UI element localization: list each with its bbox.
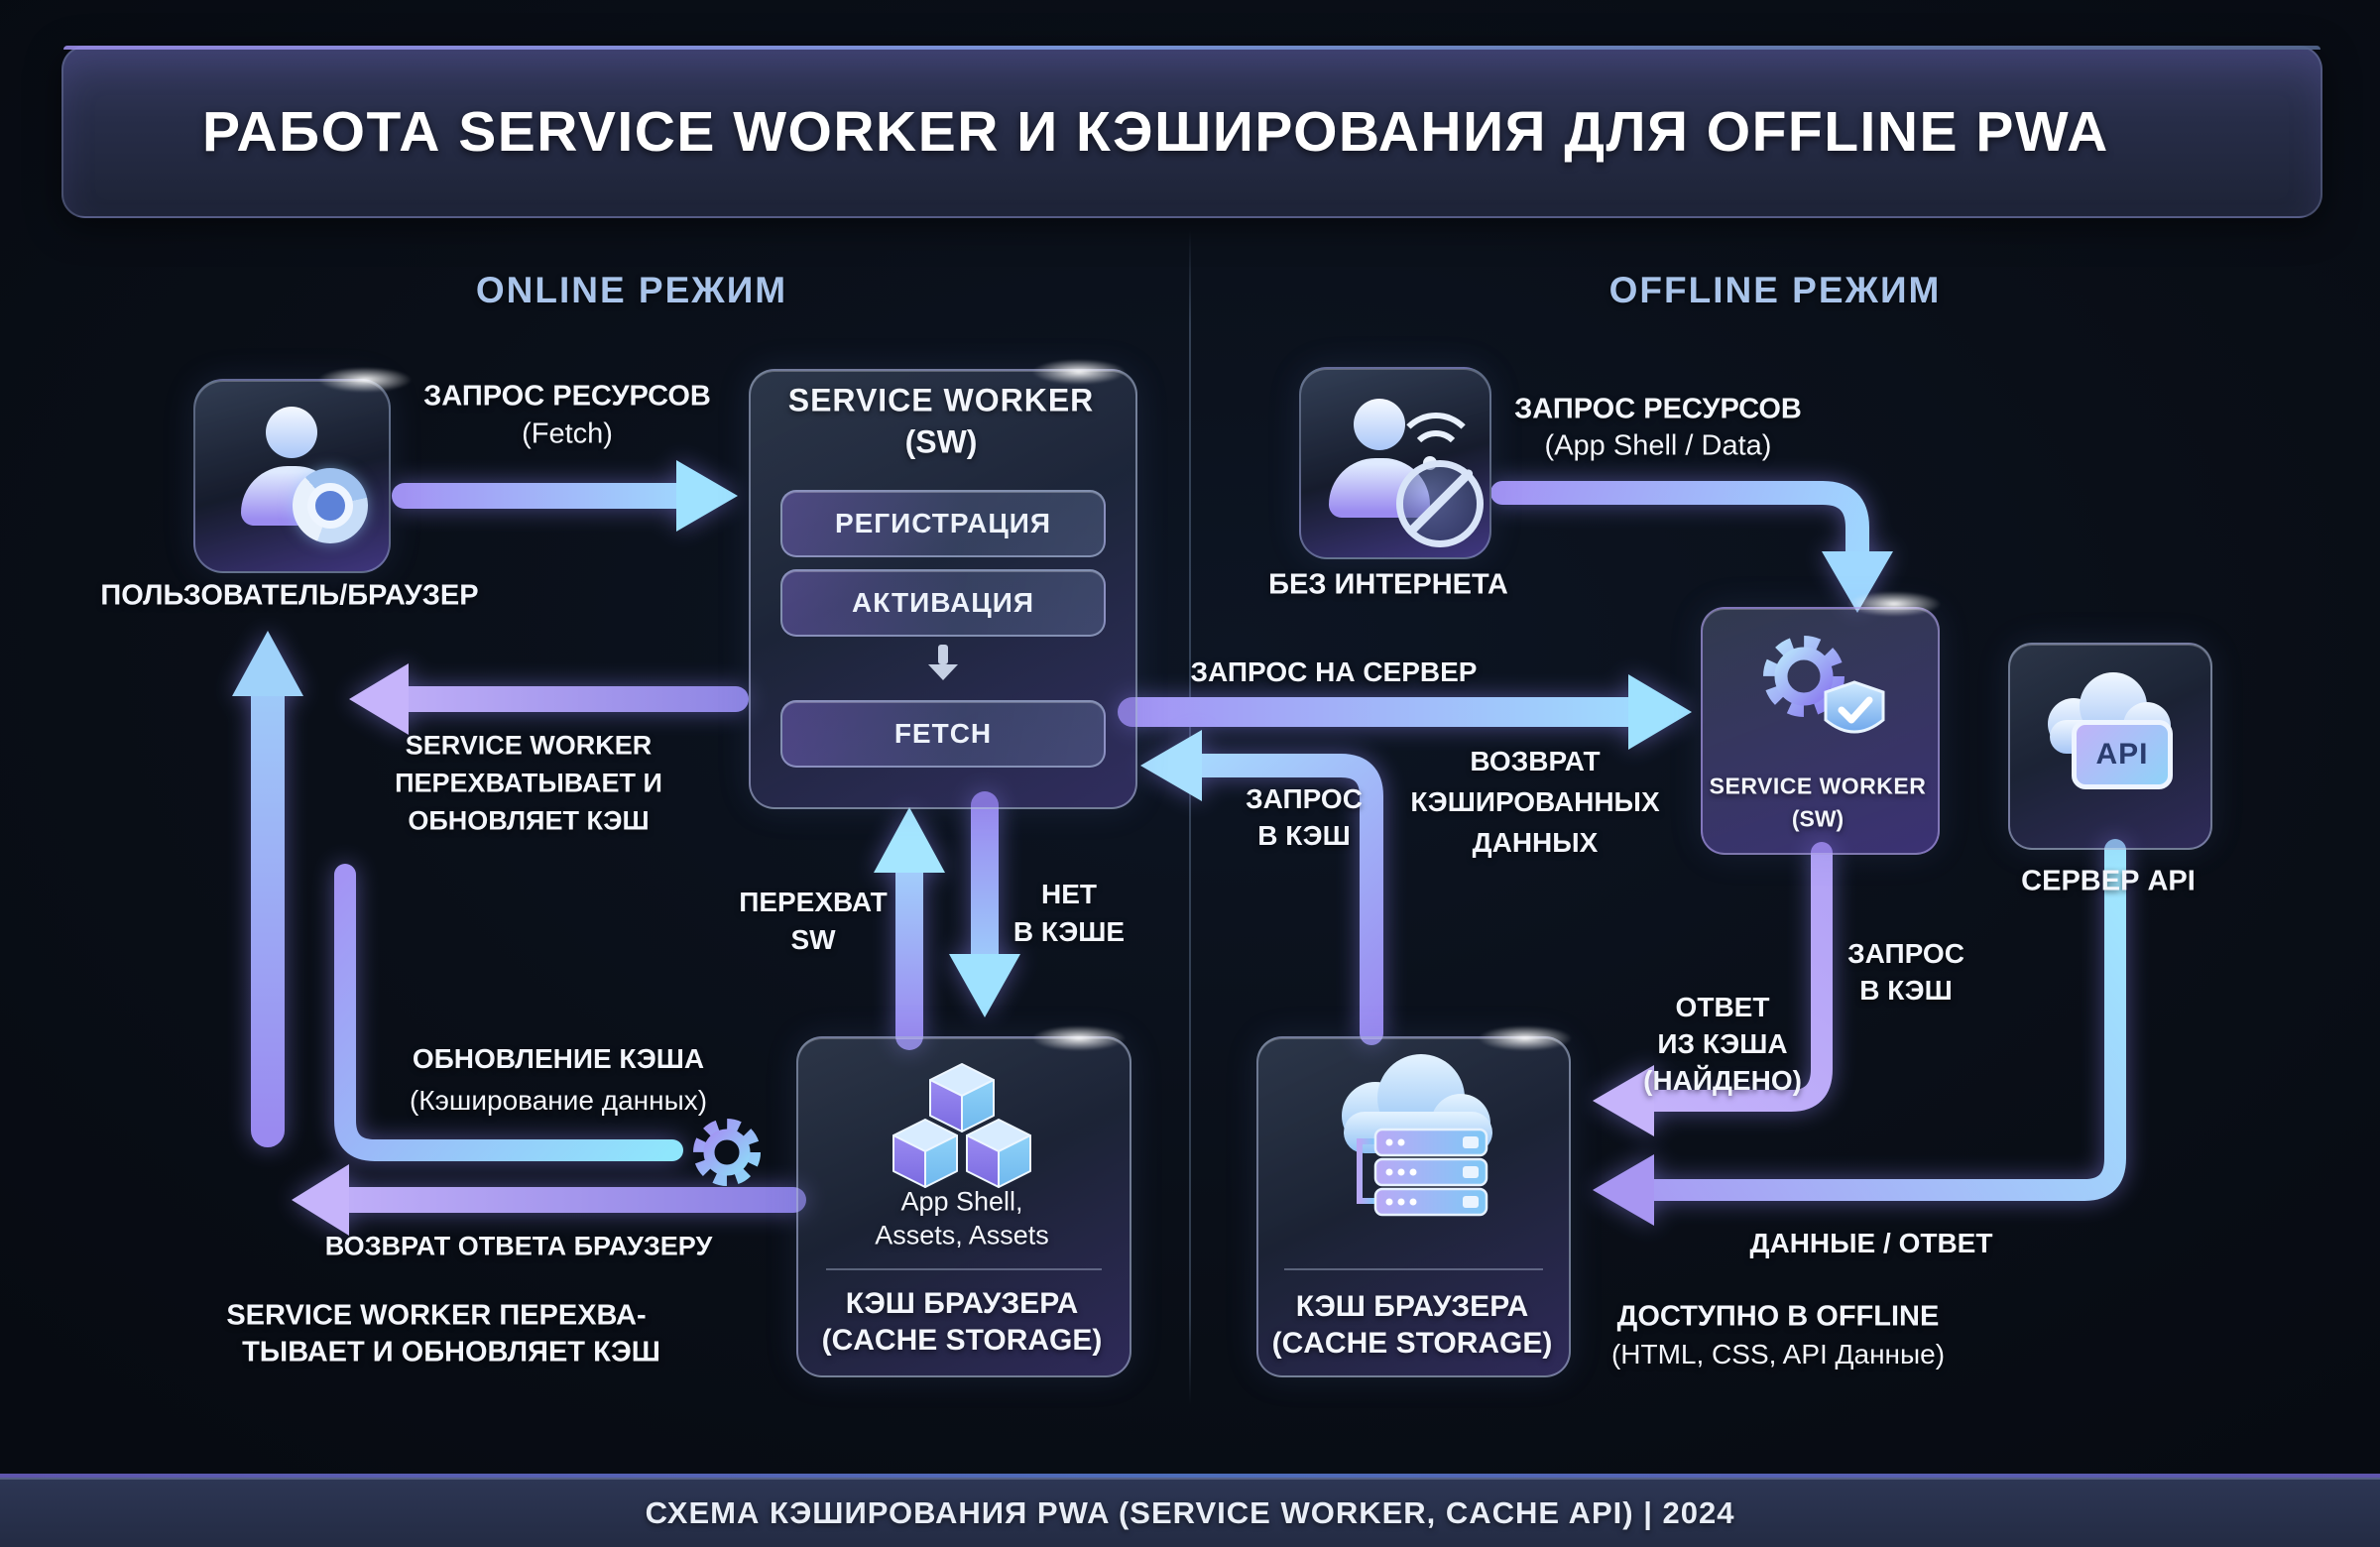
offline-available-2: (HTML, CSS, API Данные) bbox=[1610, 1339, 1946, 1369]
footer-bar bbox=[0, 1478, 2380, 1547]
no-internet-icon bbox=[1396, 460, 1484, 547]
online-bottom-note-1: SERVICE WORKER ПЕРЕХВА- bbox=[226, 1299, 647, 1332]
fetch-request-label: ЗАПРОС РЕСУРСОВ bbox=[423, 380, 711, 413]
cache-response-2: ИЗ КЭША bbox=[1657, 1028, 1788, 1059]
api-badge: API bbox=[2072, 720, 2173, 789]
online-cache-title-2: (CACHE STORAGE) bbox=[821, 1324, 1103, 1357]
online-sw-subtitle: (SW) bbox=[904, 423, 978, 460]
online-cache-box bbox=[796, 1036, 1131, 1377]
arrow-fetch-request bbox=[392, 460, 738, 532]
cache-response-1: ОТВЕТ bbox=[1675, 992, 1770, 1022]
sw-step-registration: РЕГИСТРАЦИЯ bbox=[780, 490, 1106, 557]
offline-user-box bbox=[1299, 367, 1491, 559]
cached-return-3: ДАННЫХ bbox=[1472, 827, 1599, 858]
arrow-server-request bbox=[1118, 674, 1692, 750]
sw-step-fetch: FETCH bbox=[780, 700, 1106, 768]
cache-update-label-2: (Кэширование данных) bbox=[409, 1085, 708, 1116]
footer-accent-line bbox=[0, 1474, 2380, 1478]
online-user-label: ПОЛЬЗОВАТЕЛЬ/БРАУЗЕР bbox=[100, 579, 479, 612]
return-to-browser-label: ВОЗВРАТ ОТВЕТА БРАУЗЕРУ bbox=[324, 1231, 713, 1261]
online-sw-box: РЕГИСТРАЦИЯ АКТИВАЦИЯ FETCH bbox=[749, 369, 1137, 809]
arrow-return-to-browser bbox=[292, 1164, 806, 1236]
cache-request-left-2: В КЭШ bbox=[1257, 820, 1351, 851]
cache-box-divider bbox=[1284, 1268, 1543, 1270]
cache-content-1: App Shell, bbox=[900, 1186, 1023, 1217]
boxes-icon bbox=[892, 1063, 1031, 1188]
path-cache-update bbox=[334, 864, 683, 1161]
intercept-note-2: ПЕРЕХВАТЫВАЕТ И bbox=[395, 768, 662, 798]
offline-cache-box bbox=[1256, 1036, 1571, 1377]
online-section-header: ONLINE РЕЖИМ bbox=[475, 270, 788, 310]
server-request-label: ЗАПРОС НА СЕРВЕР bbox=[1190, 656, 1478, 687]
gear-icon bbox=[693, 1119, 761, 1186]
cache-request-left-1: ЗАПРОС bbox=[1246, 783, 1363, 814]
perehvat-sw-label-2: SW bbox=[790, 924, 836, 955]
offline-section-header: OFFLINE РЕЖИМ bbox=[1608, 270, 1942, 310]
gear-shield-icon bbox=[1763, 636, 1885, 734]
cached-return-1: ВОЗВРАТ bbox=[1470, 746, 1601, 776]
cache-box-divider bbox=[826, 1268, 1102, 1270]
offline-cache-title-1: КЭШ БРАУЗЕРА bbox=[1295, 1290, 1529, 1323]
cache-content-2: Assets, Assets bbox=[875, 1220, 1049, 1250]
offline-sw-title: SERVICE WORKER bbox=[1709, 773, 1927, 799]
offline-user-label: БЕЗ ИНТЕРНЕТА bbox=[1268, 568, 1508, 601]
step-down-arrow-icon bbox=[928, 645, 958, 680]
cache-response-3: (НАЙДЕНО) bbox=[1643, 1065, 1802, 1096]
arrow-up-to-user bbox=[232, 631, 303, 1147]
section-divider bbox=[1189, 230, 1191, 1405]
offline-sw-box bbox=[1701, 607, 1940, 855]
title-panel: РАБОТА SERVICE WORKER И КЭШИРОВАНИЯ ДЛЯ … bbox=[61, 46, 2322, 218]
arrow-sw-intercepts-left bbox=[349, 663, 749, 735]
arrow-not-in-cache-down bbox=[949, 791, 1020, 1017]
arrow-perehvat-sw-up bbox=[874, 807, 945, 1050]
page-title: РАБОТА SERVICE WORKER И КЭШИРОВАНИЯ ДЛЯ … bbox=[202, 100, 2109, 164]
api-server-box: API bbox=[2008, 643, 2212, 850]
offline-request-label-1: ЗАПРОС РЕСУРСОВ bbox=[1514, 393, 1802, 425]
footer-caption: СХЕМА КЭШИРОВАНИЯ PWA (SERVICE WORKER, C… bbox=[645, 1495, 1735, 1530]
online-sw-title: SERVICE WORKER bbox=[787, 382, 1095, 418]
not-in-cache-label-2: В КЭШЕ bbox=[1012, 916, 1126, 947]
fetch-request-sublabel: (Fetch) bbox=[522, 417, 613, 450]
intercept-note-3: ОБНОВЛЯЕТ КЭШ bbox=[408, 805, 650, 836]
cached-return-2: КЭШИРОВАННЫХ bbox=[1410, 786, 1660, 817]
chrome-browser-icon bbox=[293, 468, 368, 543]
data-response-label: ДАННЫЕ / ОТВЕТ bbox=[1749, 1228, 1993, 1258]
sw-step-activation: АКТИВАЦИЯ bbox=[780, 569, 1106, 637]
arrow-cache-to-sw-left bbox=[1140, 730, 1383, 1045]
api-server-label: СЕРВЕР API bbox=[2021, 865, 2196, 897]
intercept-note-1: SERVICE WORKER bbox=[405, 730, 653, 761]
arrow-cache-response bbox=[1593, 842, 1833, 1136]
online-cache-title-1: КЭШ БРАУЗЕРА bbox=[845, 1287, 1079, 1320]
offline-available-1: ДОСТУПНО В OFFLINE bbox=[1616, 1300, 1940, 1333]
perehvat-sw-label-1: ПЕРЕХВАТ bbox=[739, 887, 888, 917]
offline-request-label-2: (App Shell / Data) bbox=[1544, 429, 1772, 462]
cache-update-label-1: ОБНОВЛЕНИЕ КЭША bbox=[412, 1043, 705, 1074]
offline-sw-subtitle: (SW) bbox=[1791, 805, 1844, 832]
cloud-server-icon bbox=[1342, 1054, 1492, 1217]
cache-request-right-1: ЗАПРОС bbox=[1847, 938, 1964, 969]
not-in-cache-label-1: НЕТ bbox=[1041, 879, 1097, 909]
arrow-offline-request-bend bbox=[1490, 481, 1893, 613]
offline-cache-title-2: (CACHE STORAGE) bbox=[1271, 1327, 1553, 1360]
arrow-data-response bbox=[1593, 839, 2126, 1226]
online-user-box bbox=[193, 379, 391, 573]
online-bottom-note-2: ТЫВАЕТ И ОБНОВЛЯЕТ КЭШ bbox=[242, 1336, 660, 1368]
cache-request-right-2: В КЭШ bbox=[1859, 975, 1953, 1006]
